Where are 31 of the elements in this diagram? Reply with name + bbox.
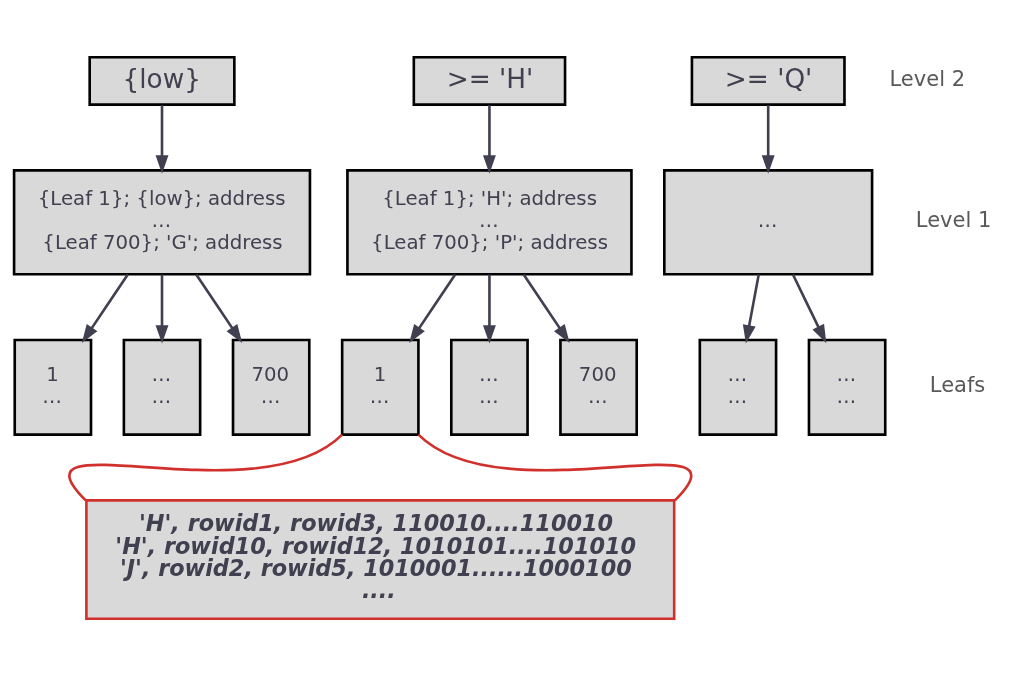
node-box: >= 'H' — [412, 55, 567, 106]
node-box: 1 … — [13, 338, 93, 436]
node-box: {low} — [88, 55, 236, 106]
arrow — [482, 274, 496, 344]
node-box: … … — [450, 338, 529, 436]
node-box: {Leaf 1}; {low}; address … {Leaf 700}; 'G'; address — [12, 168, 312, 276]
node-box: … … — [807, 338, 887, 436]
arrow — [81, 273, 129, 343]
arrow — [522, 273, 570, 343]
arrow — [482, 104, 496, 174]
node-box: … — [663, 168, 874, 276]
arrow — [409, 273, 457, 343]
node-box: >= 'Q' — [690, 55, 846, 106]
connector — [68, 433, 343, 501]
label: Level 2 — [889, 65, 966, 91]
arrow — [155, 104, 169, 174]
node-box: … … — [122, 338, 202, 436]
connector — [417, 433, 692, 501]
node-box: {Leaf 1}; 'H'; address … {Leaf 700}; 'P'; address — [346, 168, 633, 276]
node-box: 1 … — [340, 338, 420, 436]
arrow — [195, 273, 243, 343]
arrow — [791, 273, 827, 343]
node-box: … … — [698, 338, 778, 436]
arrow — [761, 104, 775, 174]
label: Level 1 — [915, 206, 992, 232]
arrow — [155, 274, 169, 344]
node-box: 700 … — [231, 338, 311, 436]
node-box: 'H', rowid1, rowid3, 110010....110010 'H', rowid10, rowid12, 1010101....101010 'J', rowid2, rowid5, 1010001......1000100 .... — [85, 498, 676, 620]
node-box: 700 … — [559, 338, 639, 436]
arrow — [742, 273, 760, 344]
label: Leafs — [929, 371, 986, 397]
